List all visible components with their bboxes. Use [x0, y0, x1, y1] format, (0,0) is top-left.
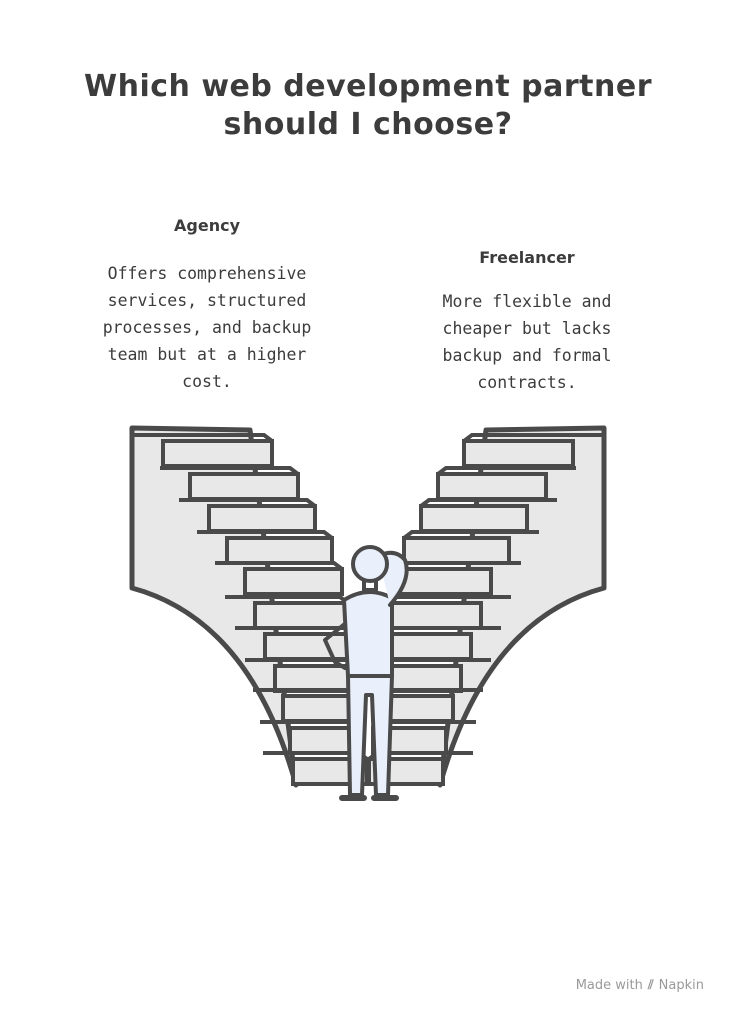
stair-step — [381, 632, 473, 661]
right-staircase — [367, 425, 607, 788]
stair-step-edge — [215, 561, 344, 571]
napkin-logo-icon: ⫽ — [647, 978, 654, 993]
stair-step-edge — [436, 466, 576, 476]
person-head — [351, 545, 389, 583]
freelancer-desc-line: cheaper but lacks — [442, 319, 612, 338]
title-line-2: should I choose? — [223, 107, 513, 142]
person-torso — [342, 590, 394, 678]
freelancer-desc-line: contracts. — [477, 373, 577, 392]
stair-step — [402, 536, 511, 565]
person-neck — [362, 578, 378, 592]
stair-step — [207, 504, 317, 533]
agency-desc-line: Offers comprehensive — [107, 264, 307, 283]
stair-step-edge — [402, 530, 539, 540]
made-with-label: Made with — [575, 978, 643, 993]
stair-step-edge — [133, 433, 274, 443]
page-title: Which web development partner should I c… — [0, 68, 736, 144]
freelancer-desc-line: backup and formal — [442, 346, 612, 365]
person-figure — [323, 545, 409, 801]
stair-step — [161, 439, 274, 468]
agency-desc-line: services, structured — [107, 291, 307, 310]
stair-step — [188, 472, 300, 501]
left-staircase — [129, 425, 369, 788]
stair-step-edge — [419, 498, 557, 508]
agency-description: Offers comprehensive services, structure… — [57, 260, 357, 395]
agency-desc-line: processes, and backup — [102, 318, 312, 337]
stair-step-edge — [462, 433, 603, 443]
stair-step — [462, 439, 575, 468]
title-line-1: Which web development partner — [84, 69, 652, 104]
agency-heading: Agency — [174, 216, 240, 235]
stair-step-edge — [179, 498, 317, 508]
stair-step-edge — [197, 530, 334, 540]
person-left-arm — [323, 616, 354, 670]
stair-step-edge — [160, 466, 300, 476]
stair-step — [386, 601, 483, 630]
stair-step — [243, 567, 344, 596]
stair-step — [225, 536, 334, 565]
stair-step — [253, 601, 350, 630]
napkin-brand: Napkin — [658, 978, 704, 993]
agency-desc-line: team but at a higher — [107, 345, 307, 364]
freelancer-description: More flexible and cheaper but lacks back… — [377, 288, 677, 396]
stair-step — [419, 504, 529, 533]
footer-credit: Made with ⫽ Napkin — [576, 978, 704, 993]
freelancer-desc-line: More flexible and — [442, 292, 612, 311]
stair-step — [436, 472, 548, 501]
stair-step — [263, 632, 355, 661]
freelancer-heading: Freelancer — [479, 248, 575, 267]
agency-desc-line: cost. — [182, 372, 232, 391]
